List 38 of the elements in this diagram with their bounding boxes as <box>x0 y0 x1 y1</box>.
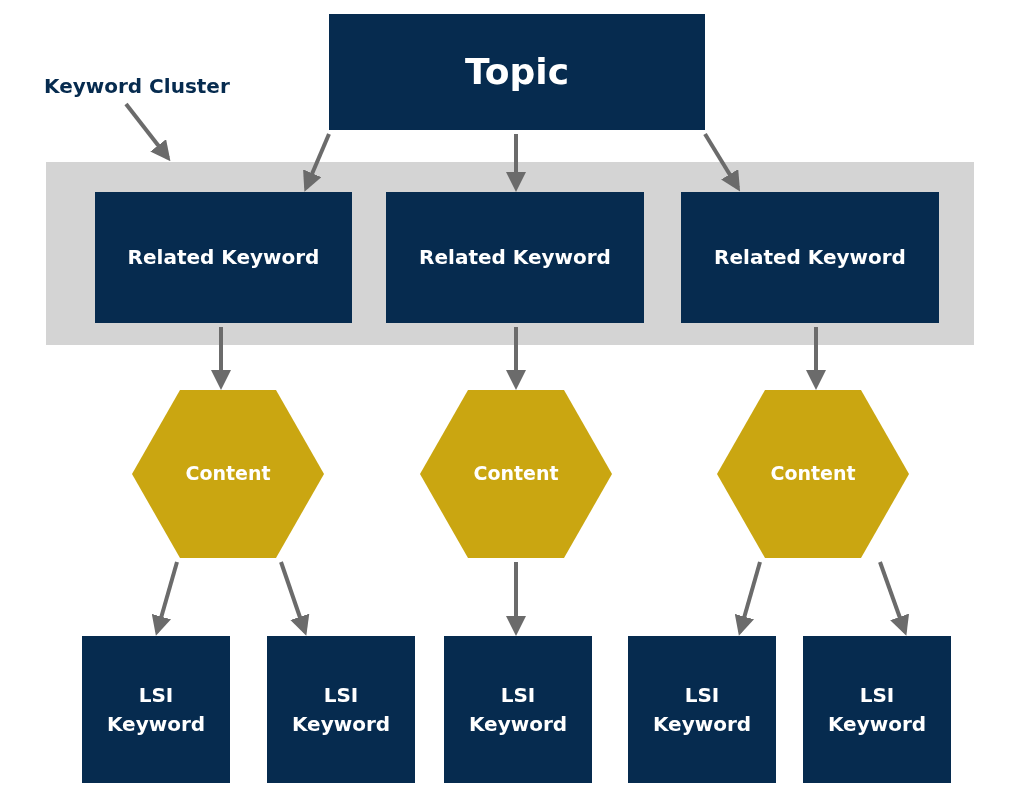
content-hexagon <box>132 390 324 558</box>
arrow <box>703 132 741 192</box>
keyword-box <box>681 192 939 323</box>
content-text: Content <box>770 461 856 487</box>
lsi-keyword-box <box>628 636 776 783</box>
keyword-text: Related Keyword <box>714 244 906 271</box>
arrow <box>878 561 910 636</box>
arrow <box>506 134 526 192</box>
keyword-text: Related Keyword <box>419 244 611 271</box>
lsi-keyword-text: LSI Keyword <box>827 681 927 738</box>
arrow <box>279 561 310 636</box>
lsi-keyword-text: LSI Keyword <box>652 681 752 738</box>
arrow <box>506 562 526 636</box>
content-hexagon <box>420 390 612 558</box>
arrow <box>734 561 762 636</box>
lsi-keyword-text: LSI Keyword <box>468 681 568 738</box>
topic-title: Topic <box>465 49 569 94</box>
keyword-box <box>386 192 644 323</box>
lsi-keyword-text: LSI Keyword <box>106 681 206 738</box>
topic-box <box>329 14 705 130</box>
lsi-keyword-box <box>803 636 951 783</box>
arrow <box>806 327 826 390</box>
cluster-band <box>46 162 974 345</box>
lsi-keyword-text: LSI Keyword <box>291 681 391 738</box>
annotation-label: Keyword Cluster <box>44 72 230 100</box>
arrow <box>211 327 231 390</box>
arrow <box>124 102 171 162</box>
lsi-keyword-box <box>267 636 415 783</box>
content-hexagon <box>717 390 909 558</box>
keyword-text: Related Keyword <box>127 244 320 271</box>
content-text: Content <box>473 461 559 487</box>
lsi-keyword-box <box>82 636 230 783</box>
keyword-box <box>95 192 352 323</box>
arrow <box>303 133 331 192</box>
arrow <box>151 561 179 636</box>
lsi-keyword-box <box>444 636 592 783</box>
content-text: Content <box>185 461 271 487</box>
arrow <box>506 327 526 390</box>
